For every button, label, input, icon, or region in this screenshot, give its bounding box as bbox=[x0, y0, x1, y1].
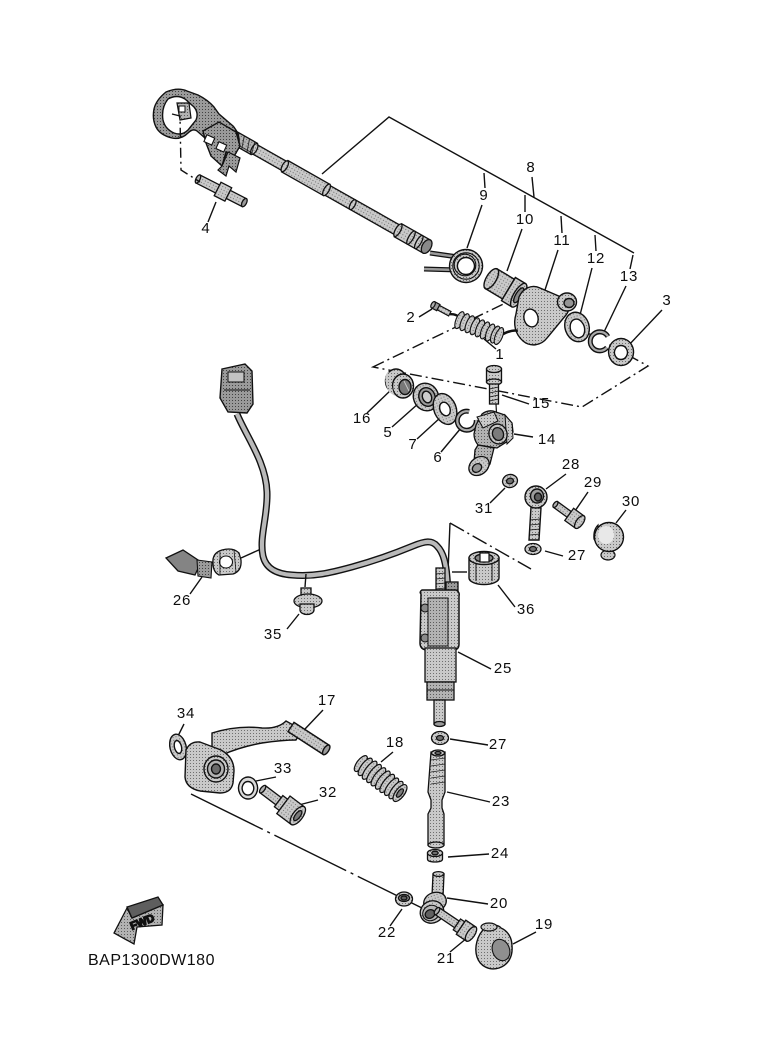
svg-text:1: 1 bbox=[495, 346, 504, 363]
svg-text:15: 15 bbox=[532, 395, 550, 412]
svg-text:32: 32 bbox=[319, 784, 337, 801]
svg-text:36: 36 bbox=[517, 601, 535, 618]
svg-text:12: 12 bbox=[587, 250, 605, 267]
svg-text:26: 26 bbox=[173, 592, 191, 609]
svg-text:25: 25 bbox=[494, 660, 512, 677]
svg-text:29: 29 bbox=[584, 474, 602, 491]
svg-text:23: 23 bbox=[492, 793, 510, 810]
svg-text:27: 27 bbox=[568, 547, 586, 564]
svg-text:30: 30 bbox=[622, 493, 640, 510]
svg-text:34: 34 bbox=[177, 705, 195, 722]
svg-text:27: 27 bbox=[489, 736, 507, 753]
svg-text:6: 6 bbox=[433, 449, 442, 466]
svg-text:11: 11 bbox=[553, 232, 570, 249]
svg-text:5: 5 bbox=[383, 424, 392, 441]
svg-text:18: 18 bbox=[386, 734, 404, 751]
svg-text:7: 7 bbox=[408, 436, 417, 453]
svg-text:2: 2 bbox=[406, 309, 415, 326]
svg-text:9: 9 bbox=[479, 187, 488, 204]
svg-text:BAP1300DW180: BAP1300DW180 bbox=[88, 952, 215, 969]
svg-text:3: 3 bbox=[662, 292, 671, 309]
svg-text:19: 19 bbox=[535, 916, 553, 933]
svg-text:28: 28 bbox=[562, 456, 580, 473]
svg-text:8: 8 bbox=[526, 159, 535, 176]
svg-text:35: 35 bbox=[264, 626, 282, 643]
svg-text:22: 22 bbox=[378, 924, 396, 941]
svg-text:31: 31 bbox=[475, 500, 493, 517]
svg-text:16: 16 bbox=[353, 410, 371, 427]
svg-text:33: 33 bbox=[274, 760, 292, 777]
svg-text:24: 24 bbox=[491, 845, 509, 862]
svg-text:10: 10 bbox=[516, 211, 534, 228]
svg-text:13: 13 bbox=[620, 268, 638, 285]
svg-text:21: 21 bbox=[437, 950, 455, 967]
svg-text:4: 4 bbox=[201, 220, 210, 237]
svg-text:14: 14 bbox=[538, 431, 556, 448]
svg-text:17: 17 bbox=[318, 692, 336, 709]
svg-text:20: 20 bbox=[490, 895, 508, 912]
